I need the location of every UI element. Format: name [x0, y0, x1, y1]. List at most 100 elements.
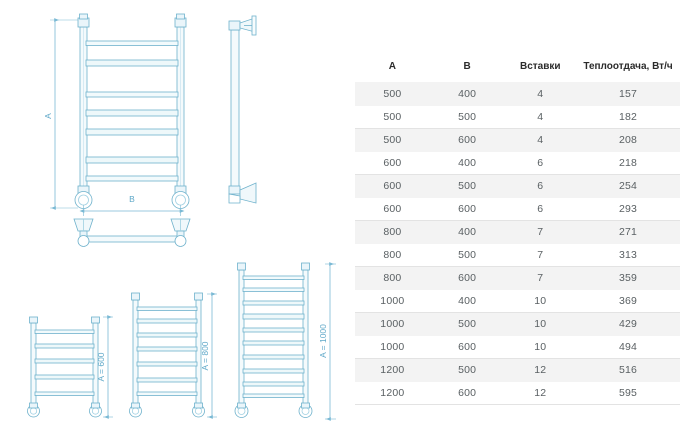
cell-a: 500 [355, 105, 430, 129]
column-header-a: A [388, 61, 396, 72]
cell-heat-output: 218 [576, 151, 680, 175]
cell-inserts: 10 [504, 312, 576, 336]
cell-a: 500 [355, 128, 430, 152]
cell-b: 600 [429, 266, 505, 290]
rung-group [85, 40, 179, 182]
cell-heat-output: 271 [576, 220, 680, 244]
cell-b: 400 [429, 220, 505, 244]
cell-heat-output: 369 [576, 289, 680, 313]
variant-drawing-800 [129, 292, 205, 418]
cell-heat-output: 293 [576, 197, 680, 221]
cell-b: 600 [429, 335, 505, 359]
main-side-view [228, 15, 257, 204]
technical-drawing-panel: A B A [27, 13, 336, 421]
cell-heat-output: 494 [576, 335, 680, 359]
drawing-svg: A B A [27, 13, 336, 421]
cell-b: 500 [429, 243, 505, 267]
variant-label-1000: A = 1000 [318, 324, 328, 358]
main-front-view [74, 13, 190, 209]
main-dimension-b: B [79, 194, 185, 216]
cell-a: 1000 [355, 312, 430, 336]
table-header: A B Вставки Теплоотдача, Вт/ч [355, 55, 680, 83]
cell-inserts: 6 [504, 197, 576, 221]
cell-inserts: 7 [504, 220, 576, 244]
cell-inserts: 4 [504, 82, 576, 106]
cell-inserts: 7 [504, 266, 576, 290]
cell-b: 400 [429, 289, 505, 313]
cell-heat-output: 182 [576, 105, 680, 129]
wall-bracket-left [73, 218, 94, 247]
cell-a: 1200 [355, 358, 430, 382]
top-fittings [77, 13, 187, 28]
cell-b: 500 [429, 312, 505, 336]
cell-b: 400 [429, 151, 505, 175]
wall-bracket-right [170, 218, 191, 247]
column-header-inserts: Вставки [519, 61, 561, 72]
cell-a: 600 [355, 174, 430, 198]
variant-label-800: A = 800 [200, 341, 210, 370]
cell-b: 600 [429, 128, 505, 152]
cell-heat-output: 208 [576, 128, 680, 152]
cell-inserts: 12 [504, 358, 576, 382]
cell-a: 800 [355, 266, 430, 290]
cell-b: 400 [429, 82, 505, 106]
variant-dimension-600: A = 600 [96, 315, 113, 419]
cell-inserts: 7 [504, 243, 576, 267]
bottom-fittings [74, 185, 190, 209]
variant-label-600: A = 600 [96, 352, 106, 381]
cell-b: 500 [429, 358, 505, 382]
cell-a: 800 [355, 220, 430, 244]
cell-a: 1000 [355, 289, 430, 313]
cell-a: 600 [355, 197, 430, 221]
main-dimension-a: A [43, 18, 78, 210]
cell-heat-output: 595 [576, 381, 680, 405]
cell-inserts: 10 [504, 289, 576, 313]
dimension-label-b: B [129, 194, 135, 204]
variant-drawing-1000 [234, 262, 313, 418]
table-header-row: A B Вставки Теплоотдача, Вт/ч [355, 55, 680, 83]
cell-a: 600 [355, 151, 430, 175]
cell-inserts: 6 [504, 174, 576, 198]
cell-heat-output: 157 [576, 82, 680, 106]
cell-inserts: 6 [504, 151, 576, 175]
variant-drawing-600 [27, 316, 102, 418]
cell-inserts: 4 [504, 105, 576, 129]
cell-a: 500 [355, 82, 430, 106]
variant-dimension-800: A = 800 [200, 292, 217, 419]
cell-b: 600 [429, 197, 505, 221]
main-top-view [73, 218, 191, 247]
column-header-heat-output: Теплоотдача, Вт/ч [583, 61, 673, 72]
cell-b: 500 [429, 174, 505, 198]
variant-dimension-1000: A = 1000 [318, 262, 336, 421]
cell-heat-output: 429 [576, 312, 680, 336]
cell-inserts: 12 [504, 381, 576, 405]
cell-b: 600 [429, 381, 505, 405]
cell-inserts: 10 [504, 335, 576, 359]
cell-b: 500 [429, 105, 505, 129]
cell-heat-output: 313 [576, 243, 680, 267]
dimension-label-a: A [43, 113, 53, 119]
cell-a: 1200 [355, 381, 430, 405]
cell-heat-output: 254 [576, 174, 680, 198]
cell-heat-output: 359 [576, 266, 680, 290]
cell-a: 800 [355, 243, 430, 267]
column-header-b: B [463, 61, 471, 72]
cell-inserts: 4 [504, 128, 576, 152]
